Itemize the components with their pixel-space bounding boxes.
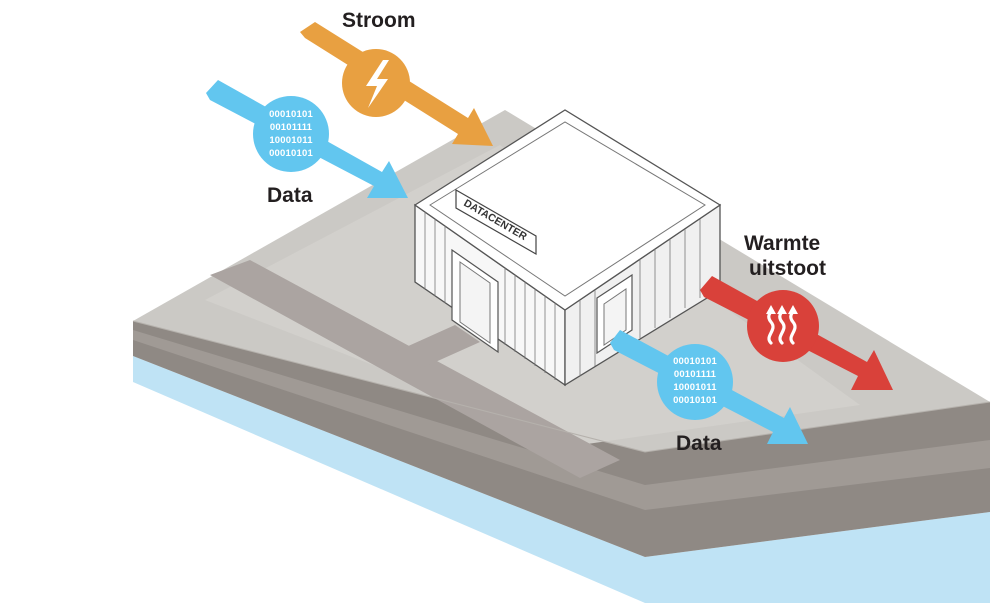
data-in-label: Data bbox=[267, 184, 313, 207]
binary-line: 00101111 bbox=[269, 122, 313, 133]
binary-line: 00101111 bbox=[673, 369, 717, 380]
data-in-circle bbox=[253, 96, 329, 172]
side-path bbox=[395, 325, 480, 368]
binary-line: 00010101 bbox=[269, 109, 313, 120]
binary-line: 10001011 bbox=[673, 382, 717, 393]
water-layer-front bbox=[133, 356, 990, 603]
binary-line: 10001011 bbox=[269, 135, 313, 146]
binary-line: 00010101 bbox=[269, 148, 313, 159]
heat-arrow bbox=[700, 276, 893, 390]
heat-label-line1: Warmte bbox=[744, 232, 821, 255]
data-out-label: Data bbox=[676, 432, 722, 455]
building-sign-board bbox=[455, 188, 537, 256]
lightning-bolt-icon bbox=[366, 60, 389, 108]
road bbox=[210, 260, 620, 478]
data-out-circle bbox=[657, 344, 733, 420]
binary-line: 00010101 bbox=[673, 395, 717, 406]
power-arrow bbox=[300, 22, 493, 146]
soil-stripe bbox=[133, 330, 990, 510]
data-out-binary: 00010101 00101111 10001011 00010101 bbox=[660, 355, 730, 407]
data-in-binary: 00010101 00101111 10001011 00010101 bbox=[256, 108, 326, 160]
data-in-arrow bbox=[206, 80, 408, 198]
power-label: Stroom bbox=[342, 9, 416, 32]
heat-label-line2: uitstoot bbox=[749, 257, 826, 280]
data-out-arrow bbox=[610, 330, 808, 444]
binary-line: 00010101 bbox=[673, 356, 717, 367]
datacenter-building: DATACENTER bbox=[413, 109, 722, 387]
